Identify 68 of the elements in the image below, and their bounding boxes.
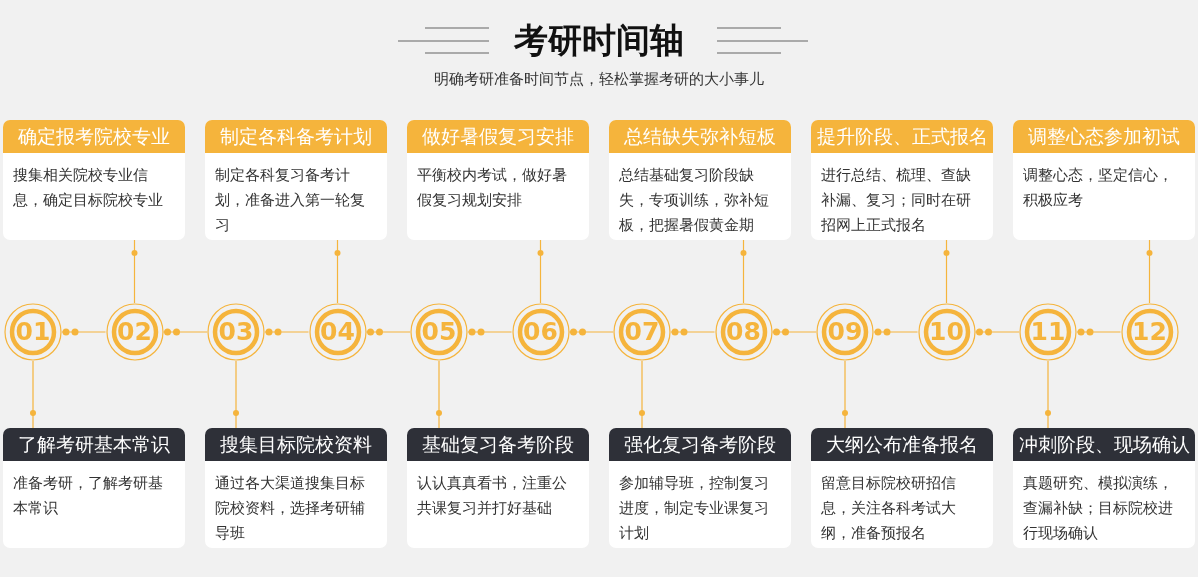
card-text: 参加辅导班，控制复习进度，制定专业课复习计划 [618, 473, 770, 544]
timeline-connector [61, 331, 107, 333]
leader-line [945, 239, 948, 304]
number-badge: 06 [511, 303, 570, 361]
number-badge: 09 [816, 303, 874, 361]
card-heading: 强化复习备考阶段 [609, 428, 791, 461]
card [205, 428, 387, 548]
card-text: 进行总结、梳理、查缺补漏、复习；同时在研招网上正式报名 [820, 165, 972, 236]
leader-line [1047, 360, 1049, 429]
card-text: 准备考研，了解考研基本常识 [12, 473, 164, 519]
timeline-connector [670, 331, 716, 333]
number-badge: 04 [308, 303, 367, 361]
leader-line [133, 239, 136, 304]
card [1013, 120, 1195, 240]
number-badge: 12 [1120, 303, 1179, 361]
card-text: 总结基础复习阶段缺失，专项训练，弥补短板，把握暑假黄金期 [618, 165, 770, 236]
leader-line [844, 360, 846, 429]
card-heading: 基础复习备考阶段 [407, 428, 589, 461]
leader-line [641, 360, 643, 429]
number-badge: 10 [917, 303, 976, 361]
leader-line [1148, 239, 1151, 304]
card [609, 428, 791, 548]
card-heading: 提升阶段、正式报名 [811, 120, 993, 153]
card-text: 认认真真看书，注重公共课复习并打好基础 [416, 473, 568, 519]
leader-line [235, 360, 237, 429]
number-badge: 03 [207, 303, 265, 361]
leader-line [336, 239, 339, 304]
card-heading: 搜集目标院校资料 [205, 428, 387, 461]
card [3, 428, 185, 548]
card-heading: 冲刺阶段、现场确认 [1013, 428, 1195, 461]
card-heading: 总结缺失弥补短板 [609, 120, 791, 153]
card-heading: 确定报考院校专业 [3, 120, 185, 153]
leader-line [742, 239, 745, 304]
card-text: 通过各大渠道搜集目标院校资料，选择考研辅导班 [214, 473, 366, 544]
card-heading: 调整心态参加初试 [1013, 120, 1195, 153]
number-badge: 08 [714, 303, 773, 361]
number-badge: 02 [105, 303, 164, 361]
card [1013, 428, 1195, 548]
number-badge: 07 [613, 303, 671, 361]
card [407, 120, 589, 240]
card-text: 平衡校内考试，做好暑假复习规划安排 [416, 165, 568, 211]
card-text: 真题研究、模拟演练，查漏补缺；目标院校进行现场确认 [1022, 473, 1174, 544]
card [3, 120, 185, 240]
leader-line [32, 360, 34, 429]
card-heading: 做好暑假复习安排 [407, 120, 589, 153]
card [205, 120, 387, 240]
card-heading: 制定各科备考计划 [205, 120, 387, 153]
timeline-connector [467, 331, 513, 333]
leader-line [539, 239, 542, 304]
card-text: 调整心态，坚定信心，积极应考 [1022, 165, 1174, 211]
leader-line [438, 360, 440, 429]
number-badge: 05 [410, 303, 468, 361]
card [407, 428, 589, 548]
card-text: 制定各科复习备考计划，准备进入第一轮复习 [214, 165, 366, 236]
card [811, 120, 993, 240]
timeline-connector [873, 331, 919, 333]
subtitle: 明确考研准备时间节点，轻松掌握考研的大小事儿 [434, 70, 764, 88]
number-badge: 11 [1019, 303, 1077, 361]
timeline-connector [1076, 331, 1122, 333]
card-text: 搜集相关院校专业信息，确定目标院校专业 [12, 165, 164, 211]
title: 考研时间轴 [514, 19, 684, 62]
card [811, 428, 993, 548]
card [609, 120, 791, 240]
card-text: 留意目标院校研招信息，关注各科考试大纲，准备预报名 [820, 473, 957, 544]
timeline-connector [264, 331, 310, 333]
card-heading: 了解考研基本常识 [3, 428, 185, 461]
number-badge: 01 [4, 303, 62, 361]
card-heading: 大纲公布准备报名 [811, 428, 993, 461]
